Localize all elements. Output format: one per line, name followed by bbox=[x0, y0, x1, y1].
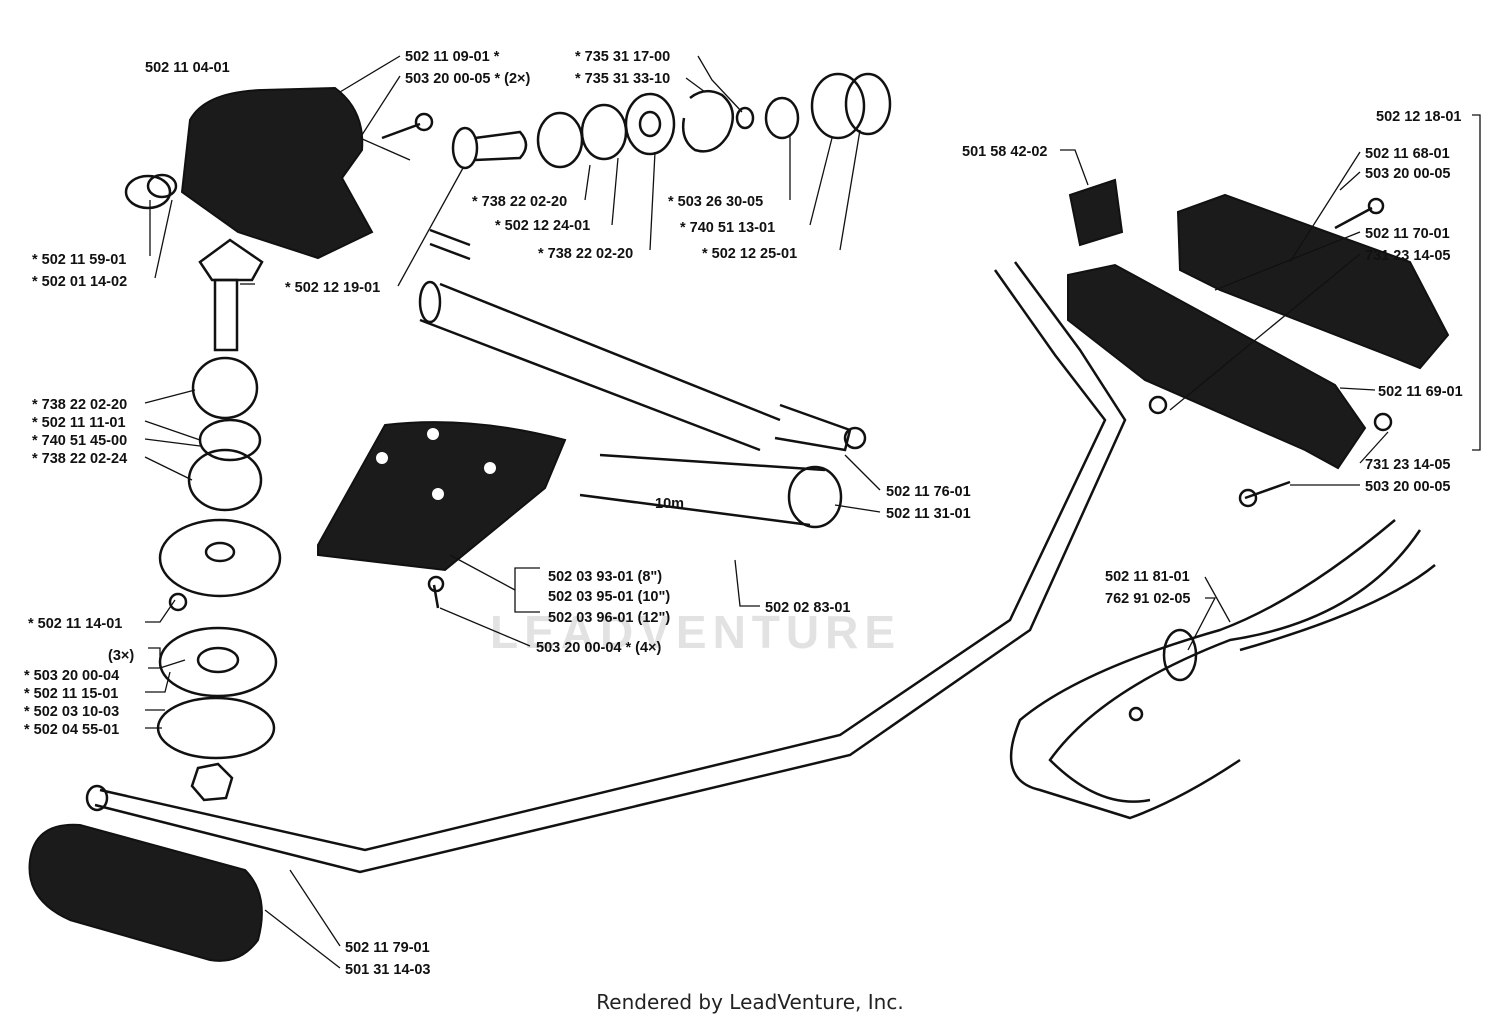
label-502-12-18-01: 502 12 18-01 bbox=[1376, 109, 1461, 125]
label-502-11-11-01: * 502 11 11-01 bbox=[32, 415, 126, 431]
label-738-22-02-20-c: * 738 22 02-20 bbox=[32, 397, 127, 413]
drive-shaft-tube bbox=[418, 280, 867, 452]
wiring-harness bbox=[1009, 519, 1436, 820]
label-502-11-79-01: 502 11 79-01 bbox=[345, 940, 430, 956]
part-labels: 502 11 04-01 502 11 09-01 * 503 20 00-05… bbox=[24, 49, 1463, 978]
label-731-23-14-05-b: 731 23 14-05 bbox=[1365, 457, 1450, 473]
guard-screw bbox=[427, 575, 445, 609]
label-502-02-83-01: 502 02 83-01 bbox=[765, 600, 850, 616]
label-502-11-31-01: 502 11 31-01 bbox=[886, 506, 971, 522]
label-502-03-96-01: 502 03 96-01 (12") bbox=[548, 610, 670, 626]
label-502-11-14-01: * 502 11 14-01 bbox=[28, 616, 122, 632]
label-502-11-70-01: 502 11 70-01 bbox=[1365, 226, 1450, 242]
upper-bearings bbox=[536, 92, 676, 169]
gear-head-housing bbox=[124, 86, 374, 260]
handle-half-upper bbox=[1176, 193, 1450, 370]
drive-shaft bbox=[429, 228, 471, 261]
circlips bbox=[681, 89, 755, 153]
label-735-31-17-00: * 735 31 17-00 bbox=[575, 49, 670, 65]
blade-washer-and-nut bbox=[156, 592, 278, 802]
grip bbox=[28, 823, 263, 962]
label-502-03-95-01: 502 03 95-01 (10") bbox=[548, 589, 670, 605]
label-502-11-04-01: 502 11 04-01 bbox=[145, 60, 230, 76]
watermark: LEADVENTURE bbox=[490, 606, 901, 658]
leader-lines bbox=[144, 55, 1481, 969]
handlebar bbox=[85, 261, 1127, 874]
seal-and-cap bbox=[764, 72, 892, 140]
label-735-31-33-10: * 735 31 33-10 bbox=[575, 71, 670, 87]
handle-bolts-and-nuts bbox=[1148, 197, 1393, 508]
lower-bearings bbox=[187, 356, 263, 512]
drive-disc bbox=[158, 518, 282, 598]
label-503-20-00-05-b: 503 20 00-05 bbox=[1365, 166, 1450, 182]
label-502-11-81-01: 502 11 81-01 bbox=[1105, 569, 1190, 585]
blade-guard bbox=[317, 421, 567, 572]
bevel-gear bbox=[451, 126, 528, 170]
label-502-03-10-03: * 502 03 10-03 bbox=[24, 704, 119, 720]
throttle-switch bbox=[1068, 178, 1124, 247]
label-502-11-09-01: 502 11 09-01 * bbox=[405, 49, 500, 65]
label-502-12-25-01: * 502 12 25-01 bbox=[702, 246, 797, 262]
footer-credit: Rendered by LeadVenture, Inc. bbox=[596, 990, 904, 1014]
label-738-22-02-24: * 738 22 02-24 bbox=[32, 451, 127, 467]
label-740-51-13-01: * 740 51 13-01 bbox=[680, 220, 775, 236]
protective-tube: 10m bbox=[579, 453, 843, 529]
label-738-22-02-20-a: * 738 22 02-20 bbox=[472, 194, 567, 210]
label-502-11-76-01: 502 11 76-01 bbox=[886, 484, 971, 500]
label-502-12-24-01: * 502 12 24-01 bbox=[495, 218, 590, 234]
label-740-51-45-00: * 740 51 45-00 bbox=[32, 433, 127, 449]
label-502-11-15-01: * 502 11 15-01 bbox=[24, 686, 118, 702]
label-502-01-14-02: * 502 01 14-02 bbox=[32, 274, 127, 290]
label-502-04-55-01: * 502 04 55-01 bbox=[24, 722, 119, 738]
label-731-23-14-05-a: 731 23 14-05 bbox=[1365, 248, 1450, 264]
label-762-91-02-05: 762 91 02-05 bbox=[1105, 591, 1190, 607]
handle-half-lower bbox=[1067, 263, 1367, 470]
label-502-03-93-01: 502 03 93-01 (8") bbox=[548, 569, 662, 585]
label-502-11-68-01: 502 11 68-01 bbox=[1365, 146, 1450, 162]
label-3x: (3×) bbox=[108, 648, 134, 664]
label-503-20-00-05-c: 503 20 00-05 bbox=[1365, 479, 1450, 495]
label-503-20-00-04-a: * 503 20 00-04 bbox=[24, 668, 119, 684]
label-738-22-02-20-b: * 738 22 02-20 bbox=[538, 246, 633, 262]
label-503-20-00-04-b: 503 20 00-04 * (4×) bbox=[536, 640, 662, 656]
label-502-11-59-01: * 502 11 59-01 bbox=[32, 252, 126, 268]
label-503-20-00-05: 503 20 00-05 * (2×) bbox=[405, 71, 531, 87]
housing-bolt bbox=[381, 112, 434, 140]
label-501-58-42-02: 501 58 42-02 bbox=[962, 144, 1047, 160]
label-503-26-30-05: * 503 26 30-05 bbox=[668, 194, 763, 210]
label-501-31-14-03: 501 31 14-03 bbox=[345, 962, 430, 978]
tube-marking: 10m bbox=[655, 496, 684, 512]
pinion-gear-and-shaft bbox=[198, 238, 264, 352]
label-502-12-19-01: * 502 12 19-01 bbox=[285, 280, 380, 296]
label-502-11-69-01: 502 11 69-01 bbox=[1378, 384, 1463, 400]
